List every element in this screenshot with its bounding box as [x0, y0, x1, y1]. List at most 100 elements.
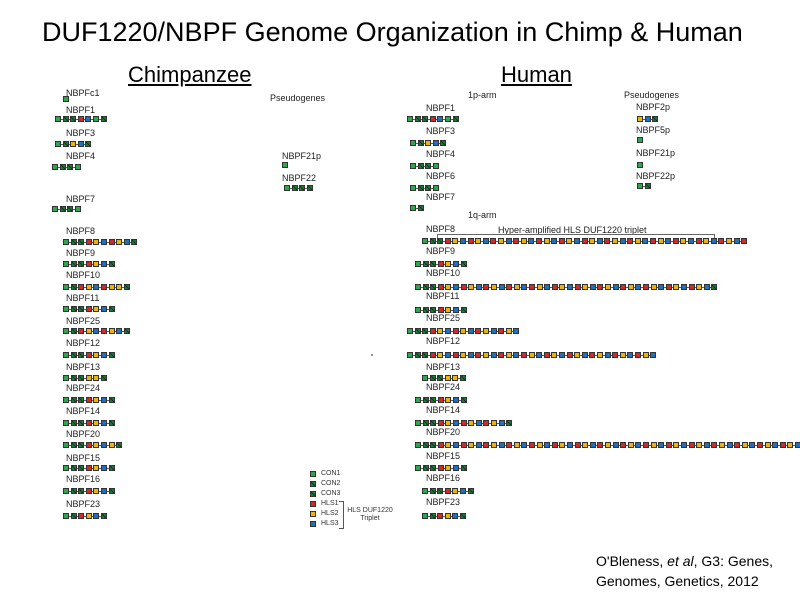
- domain-con1: [63, 442, 69, 448]
- domain-hls3: [445, 328, 451, 334]
- human-label-nbpf23: NBPF23: [426, 497, 461, 507]
- domain-con2: [70, 352, 77, 358]
- domain-hls3: [101, 465, 107, 471]
- domain-hls1: [108, 239, 115, 245]
- domain-hls2: [444, 375, 451, 381]
- domain-hls3: [101, 488, 107, 494]
- domain-hls1: [558, 238, 565, 244]
- domain-hls3: [460, 488, 466, 494]
- domain-hls1: [597, 442, 604, 448]
- domain-hls1: [437, 465, 444, 471]
- domain-con2: [414, 116, 421, 122]
- domain-con3: [437, 488, 444, 494]
- domain-hls2: [93, 488, 100, 494]
- domain-con1: [422, 238, 428, 244]
- domain-hls3: [567, 284, 573, 290]
- domain-con3: [108, 465, 115, 471]
- domain-hls1: [643, 284, 649, 290]
- domain-con2: [429, 238, 436, 244]
- domain-hls2: [85, 284, 92, 290]
- domain-con3: [78, 397, 85, 403]
- domain-hls3: [101, 420, 107, 426]
- domain-hls1: [498, 328, 505, 334]
- domain-hls1: [85, 306, 92, 312]
- domain-hls1: [467, 238, 474, 244]
- domain-con3: [78, 465, 85, 471]
- domain-con2: [417, 163, 424, 169]
- domain-hls1: [460, 420, 467, 426]
- domain-con1: [410, 185, 416, 191]
- domain-hls1: [620, 284, 627, 290]
- domain-con3: [108, 397, 115, 403]
- chimp-label-nbpf11: NBPF11: [66, 293, 100, 303]
- chimp-label-nbpf9: NBPF9: [66, 248, 96, 258]
- domain-hls1: [513, 238, 520, 244]
- domain-con1: [74, 206, 81, 212]
- domain-hls3: [498, 284, 505, 290]
- domain-con2: [70, 397, 77, 403]
- domain-hls1: [460, 284, 467, 290]
- domain-con3: [430, 261, 437, 267]
- domain-hls1: [444, 488, 451, 494]
- domain-hls2: [680, 238, 687, 244]
- domain-con3: [78, 239, 85, 245]
- domain-con3: [78, 488, 85, 494]
- chimp-gene-line: [63, 445, 123, 446]
- domain-hls3: [635, 284, 642, 290]
- domain-con2: [414, 352, 421, 358]
- domain-con3: [299, 185, 306, 191]
- domain-hls1: [551, 442, 558, 448]
- domain-hls1: [85, 442, 92, 448]
- domain-con1: [415, 261, 421, 267]
- domain-con2: [414, 328, 421, 334]
- domain-hls2: [445, 442, 452, 448]
- hyper-amplified-label: Hyper-amplified HLS DUF1220 triplet: [498, 225, 647, 235]
- domain-hls3: [567, 442, 573, 448]
- domain-con2: [429, 488, 436, 494]
- domain-con3: [506, 420, 513, 426]
- domain-hls3: [490, 328, 497, 334]
- domain-hls1: [85, 420, 92, 426]
- chimp-label-nbpf24: NBPF24: [66, 383, 101, 393]
- domain-hls3: [521, 284, 528, 290]
- domain-con3: [108, 261, 115, 267]
- domain-con3: [116, 442, 123, 448]
- human-gene-line: [422, 378, 466, 379]
- domain-con3: [101, 513, 107, 519]
- domain-hls3: [498, 420, 505, 426]
- domain-con1: [422, 488, 428, 494]
- domain-hls1: [85, 352, 92, 358]
- human-1q-arm-label: 1q-arm: [468, 210, 497, 220]
- domain-hls1: [85, 465, 92, 471]
- chimp-pseudo-gene-line: [284, 188, 313, 189]
- domain-hls2: [475, 238, 482, 244]
- human-pseudo-label-nbpf21p: NBPF21p: [636, 148, 676, 158]
- legend-label-hls1: HLS1: [321, 500, 339, 507]
- domain-con2: [62, 141, 69, 147]
- domain-con3: [460, 261, 467, 267]
- domain-hls3: [432, 140, 439, 146]
- domain-hls3: [749, 442, 756, 448]
- domain-hls3: [93, 513, 100, 519]
- domain-con3: [67, 164, 74, 170]
- domain-hls3: [453, 420, 459, 426]
- domain-hls1: [688, 442, 695, 448]
- domain-hls2: [589, 238, 596, 244]
- domain-hls3: [795, 442, 800, 448]
- domain-hls2: [505, 328, 512, 334]
- domain-hls1: [529, 284, 535, 290]
- domain-hls1: [757, 442, 763, 448]
- domain-con2: [422, 465, 429, 471]
- domain-hls1: [437, 397, 444, 403]
- domain-hls3: [101, 239, 107, 245]
- domain-hls2: [513, 442, 520, 448]
- domain-hls2: [559, 284, 566, 290]
- domain-con1: [407, 116, 413, 122]
- domain-hls1: [688, 284, 695, 290]
- domain-hls2: [726, 238, 732, 244]
- domain-hls1: [597, 284, 604, 290]
- domain-con1: [74, 164, 81, 170]
- domain-con3: [306, 185, 313, 191]
- domain-hls1: [643, 442, 649, 448]
- domain-con3: [108, 306, 115, 312]
